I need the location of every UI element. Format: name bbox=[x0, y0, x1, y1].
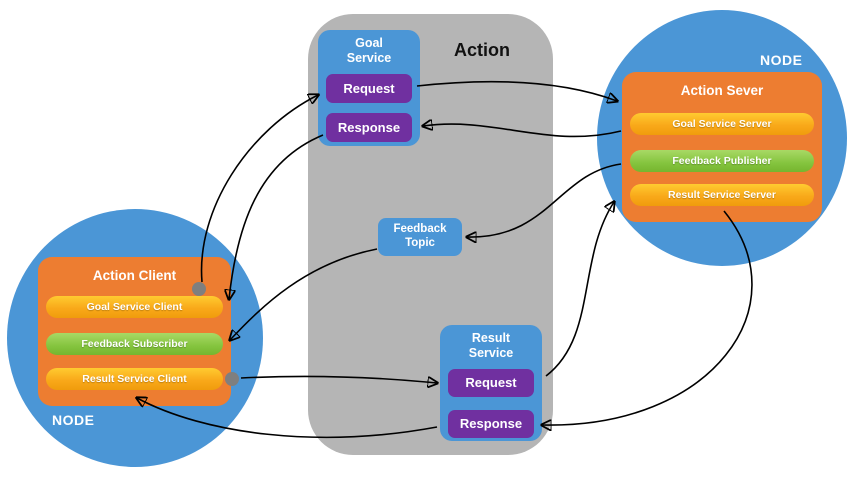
result-service-client-pill: Result Service Client bbox=[46, 368, 223, 390]
server-node-label: NODE bbox=[760, 52, 803, 68]
result-service-server-pill: Result Service Server bbox=[630, 184, 814, 206]
feedback-publisher-pill: Feedback Publisher bbox=[630, 150, 814, 172]
result-request-box: Request bbox=[448, 369, 534, 397]
result-client-connector-dot bbox=[225, 372, 239, 386]
goal-client-connector-dot bbox=[192, 282, 206, 296]
action-container-title: Action bbox=[454, 40, 510, 60]
result-response-box: Response bbox=[448, 410, 534, 438]
action-server-box: Action Sever Goal Service Server Feedbac… bbox=[622, 72, 822, 222]
feedback-topic-box: Feedback Topic bbox=[378, 218, 462, 256]
feedback-topic-title: Feedback Topic bbox=[393, 223, 447, 249]
goal-service-box: Goal Service Request Response bbox=[318, 30, 420, 146]
result-service-title: Result Service bbox=[468, 331, 514, 360]
feedback-subscriber-pill: Feedback Subscriber bbox=[46, 333, 223, 355]
goal-request-box: Request bbox=[326, 74, 412, 103]
goal-service-client-pill: Goal Service Client bbox=[46, 296, 223, 318]
goal-response-box: Response bbox=[326, 113, 412, 142]
arrow-request-to-result-server bbox=[545, 202, 614, 377]
goal-service-server-pill: Goal Service Server bbox=[630, 113, 814, 135]
action-client-title: Action Client bbox=[92, 268, 177, 283]
client-node-label: NODE bbox=[52, 412, 95, 428]
result-service-box: Result Service Request Response bbox=[440, 325, 542, 441]
action-server-title: Action Sever bbox=[680, 83, 764, 98]
action-client-box: Action Client Goal Service Client Feedba… bbox=[38, 257, 231, 406]
goal-service-title: Goal Service bbox=[346, 36, 392, 65]
